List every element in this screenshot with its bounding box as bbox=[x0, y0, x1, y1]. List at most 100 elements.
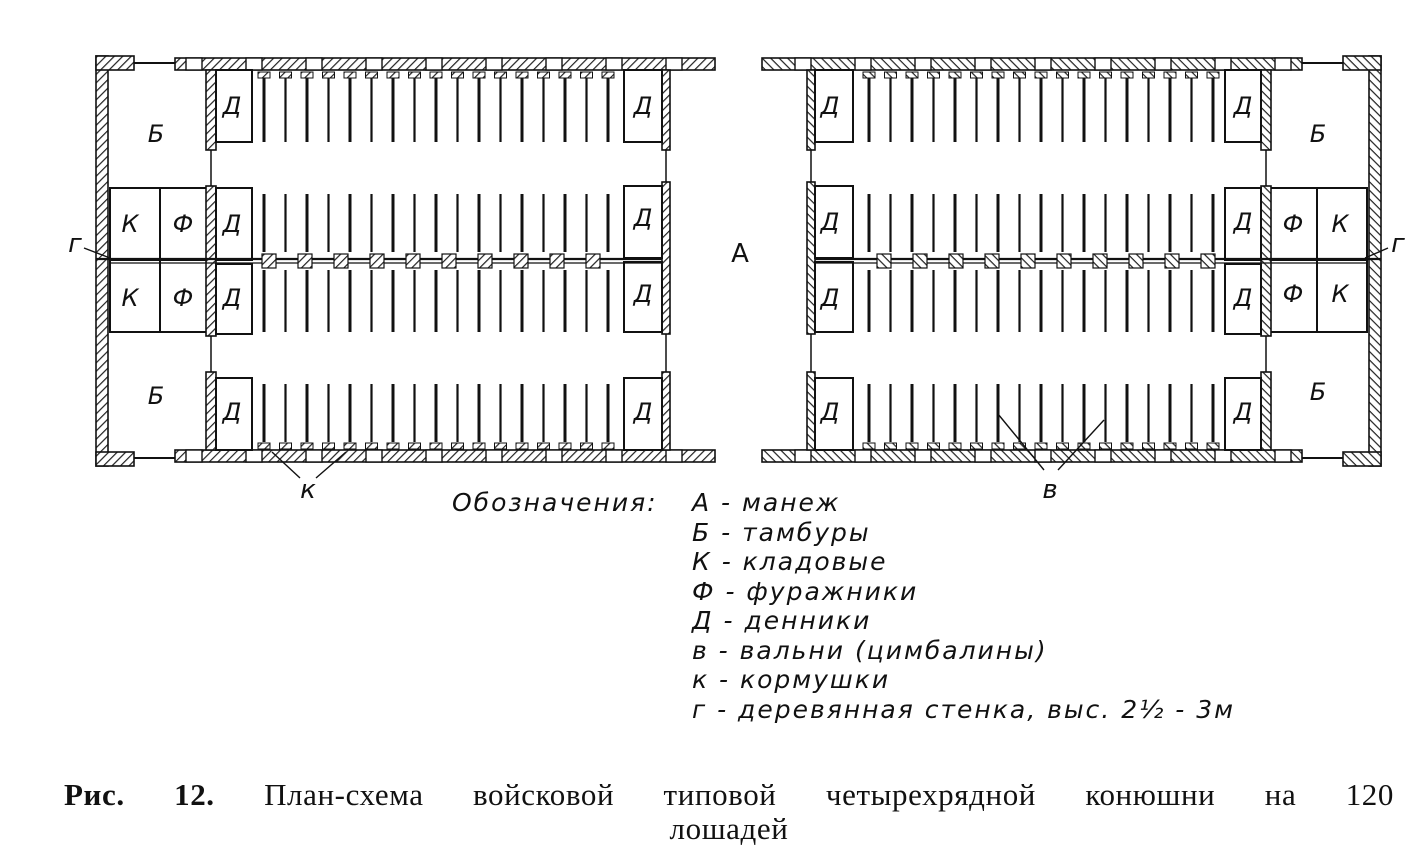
feeder bbox=[343, 442, 357, 450]
feeder bbox=[558, 442, 572, 450]
feeder bbox=[927, 442, 940, 450]
feeder bbox=[477, 253, 493, 269]
feeder bbox=[984, 253, 1000, 269]
feeder bbox=[257, 71, 271, 79]
feeder bbox=[601, 71, 615, 79]
feeder bbox=[1034, 442, 1048, 450]
window bbox=[545, 57, 563, 71]
feeder bbox=[549, 253, 565, 269]
feeder bbox=[515, 71, 529, 79]
feeder bbox=[279, 442, 292, 450]
feeder bbox=[472, 442, 486, 450]
feeder bbox=[912, 253, 928, 269]
window bbox=[245, 57, 263, 71]
feeder bbox=[1185, 71, 1198, 79]
feeder bbox=[1099, 442, 1112, 450]
feeder bbox=[948, 71, 962, 79]
window bbox=[1034, 57, 1052, 71]
feeder bbox=[905, 71, 919, 79]
leader-line bbox=[1057, 419, 1105, 471]
feeder bbox=[948, 442, 962, 450]
feeder bbox=[261, 253, 277, 269]
window bbox=[1274, 57, 1292, 71]
window bbox=[1034, 449, 1052, 463]
feeder bbox=[580, 442, 593, 450]
feeder bbox=[1077, 71, 1091, 79]
feed-room-label: Ф bbox=[173, 284, 194, 312]
feeder bbox=[386, 442, 400, 450]
window bbox=[854, 57, 872, 71]
bar-callout: в bbox=[1042, 475, 1057, 505]
feeder bbox=[1142, 442, 1155, 450]
feeder bbox=[322, 442, 335, 450]
arena-label: А bbox=[731, 239, 749, 269]
feeder bbox=[322, 71, 335, 79]
legend-item: к - кормушки bbox=[692, 665, 891, 694]
stall-label: Д bbox=[222, 398, 242, 426]
storeroom-label: К bbox=[1331, 280, 1349, 308]
stall-label: Д bbox=[633, 280, 653, 308]
feeder bbox=[1120, 442, 1134, 450]
leader-line bbox=[315, 451, 347, 479]
feeder bbox=[279, 71, 292, 79]
feeder bbox=[1163, 71, 1177, 79]
stall-outline bbox=[623, 69, 663, 143]
leader-line bbox=[997, 413, 1045, 471]
feeder bbox=[537, 442, 550, 450]
window bbox=[485, 449, 503, 463]
window bbox=[794, 57, 812, 71]
window bbox=[1154, 449, 1172, 463]
feeder bbox=[429, 71, 443, 79]
stable-wings bbox=[95, 55, 1382, 467]
partition-wall bbox=[661, 181, 671, 335]
feeder bbox=[515, 442, 529, 450]
window bbox=[245, 449, 263, 463]
feed-room-label: Ф bbox=[173, 210, 194, 238]
feeder-callout: к bbox=[300, 475, 316, 505]
feeder bbox=[1128, 253, 1144, 269]
feeder bbox=[905, 442, 919, 450]
window bbox=[1094, 57, 1112, 71]
stall-outline bbox=[1224, 263, 1262, 335]
window bbox=[425, 449, 443, 463]
feeder bbox=[365, 71, 378, 79]
partition-wall bbox=[661, 69, 671, 151]
feed-room-label: Ф bbox=[1283, 280, 1304, 308]
feeder bbox=[300, 442, 314, 450]
legend-item: Ф - фуражники bbox=[692, 576, 919, 606]
stall-label: Д bbox=[1233, 398, 1253, 426]
window bbox=[665, 57, 683, 71]
outer-wall-corner bbox=[95, 55, 135, 71]
feeder bbox=[1013, 442, 1026, 450]
stall-label: Д bbox=[1233, 208, 1253, 236]
outer-wall-corner bbox=[1342, 55, 1382, 71]
feeder bbox=[300, 71, 314, 79]
vestibule-label: Б bbox=[1310, 378, 1326, 406]
window bbox=[974, 449, 992, 463]
legend-item: К - кладовые bbox=[692, 547, 888, 576]
feeder bbox=[1056, 253, 1072, 269]
feeder bbox=[1163, 442, 1177, 450]
feeder bbox=[513, 253, 529, 269]
feeder bbox=[451, 442, 464, 450]
legend-items: А - манеж Б - тамбуры К - кладовые Ф - ф… bbox=[692, 488, 1235, 724]
feeder bbox=[862, 71, 876, 79]
feeder bbox=[365, 442, 378, 450]
outer-end-wall bbox=[1368, 55, 1382, 467]
window bbox=[1214, 449, 1232, 463]
leader-line bbox=[1364, 247, 1389, 259]
feeder bbox=[333, 253, 349, 269]
outer-wall-corner bbox=[95, 451, 135, 467]
partition-wall bbox=[806, 181, 816, 335]
stall-outline bbox=[215, 377, 253, 451]
partition-wall bbox=[806, 371, 816, 451]
stall-label: Д bbox=[222, 284, 242, 312]
feeder bbox=[343, 71, 357, 79]
window bbox=[425, 57, 443, 71]
stall-label: Д bbox=[633, 398, 653, 426]
partition-wall bbox=[806, 69, 816, 151]
feeder bbox=[970, 442, 983, 450]
window bbox=[305, 449, 323, 463]
